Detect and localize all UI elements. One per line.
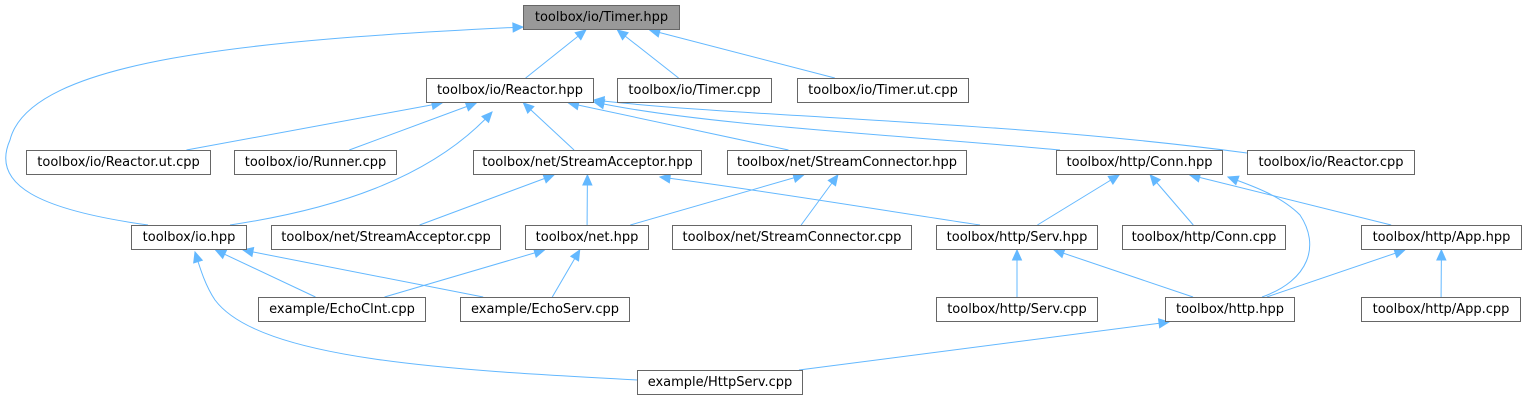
arrowhead-stream-acceptor-hpp-to-reactor-hpp (522, 102, 535, 115)
edge-echo-clnt-cpp-to-io-hpp (215, 249, 316, 298)
arrowhead-reactor-cpp-to-reactor-hpp (592, 95, 606, 107)
node-reactor-hpp[interactable]: toolbox/io/Reactor.hpp (426, 78, 594, 103)
arrowhead-http-hpp-to-serv-hpp (1052, 248, 1066, 259)
edge-conn-cpp-to-conn-hpp (1149, 174, 1194, 226)
edge-http-serv-cpp-to-http-hpp (798, 321, 1170, 371)
edge-http-serv-cpp-to-io-hpp (194, 251, 638, 381)
edge-echo-serv-cpp-to-io-hpp (242, 249, 484, 298)
edge-stream-connector-hpp-to-reactor-hpp (568, 102, 789, 151)
arrowhead-io-hpp-to-reactor-hpp (481, 111, 493, 124)
node-echo-serv-cpp[interactable]: example/EchoServ.cpp (460, 297, 630, 322)
edge-runner-cpp-to-reactor-hpp (349, 102, 477, 151)
node-net-hpp[interactable]: toolbox/net.hpp (525, 225, 649, 250)
edge-net-hpp-to-stream-connector-hpp (630, 174, 804, 226)
arrowhead-conn-cpp-to-conn-hpp (1149, 174, 1162, 187)
arrowhead-http-hpp-to-conn-hpp (1226, 175, 1240, 186)
edge-http-hpp-to-conn-hpp (1227, 176, 1311, 298)
edge-reactor-hpp-to-timer-hpp (525, 29, 587, 79)
edge-reactor-ut-cpp-to-reactor-hpp (186, 102, 443, 151)
node-stream-connector-hpp[interactable]: toolbox/net/StreamConnector.hpp (727, 150, 967, 175)
node-io-hpp[interactable]: toolbox/io.hpp (131, 225, 247, 250)
node-timer-hpp: toolbox/io/Timer.hpp (523, 5, 680, 30)
arrowhead-http-serv-cpp-to-io-hpp (193, 250, 204, 264)
edge-app-hpp-to-conn-hpp (1189, 174, 1392, 226)
arrowhead-runner-cpp-to-reactor-hpp (464, 101, 478, 112)
arrowhead-echo-serv-cpp-to-net-hpp (569, 248, 581, 262)
arrowhead-echo-clnt-cpp-to-io-hpp (214, 249, 228, 260)
node-stream-connector-cpp[interactable]: toolbox/net/StreamConnector.cpp (672, 225, 912, 250)
edge-echo-clnt-cpp-to-net-hpp (384, 249, 545, 298)
node-app-hpp[interactable]: toolbox/http/App.hpp (1361, 225, 1522, 250)
node-conn-hpp[interactable]: toolbox/http/Conn.hpp (1056, 150, 1223, 175)
edge-serv-hpp-to-stream-acceptor-hpp (659, 176, 981, 226)
arrowhead-reactor-hpp-to-timer-hpp (574, 29, 587, 41)
edge-stream-acceptor-hpp-to-reactor-hpp (523, 102, 575, 151)
node-timer-ut-cpp[interactable]: toolbox/io/Timer.ut.cpp (797, 78, 969, 103)
edge-reactor-cpp-to-reactor-hpp (593, 99, 1248, 154)
node-timer-cpp[interactable]: toolbox/io/Timer.cpp (617, 78, 772, 103)
edge-timer-ut-cpp-to-timer-hpp (649, 29, 835, 79)
node-runner-cpp[interactable]: toolbox/io/Runner.cpp (234, 150, 397, 175)
node-echo-clnt-cpp[interactable]: example/EchoClnt.cpp (258, 297, 426, 322)
edge-io-hpp-to-reactor-hpp (229, 111, 493, 226)
edge-serv-hpp-to-conn-hpp (1037, 174, 1120, 226)
arrowhead-stream-acceptor-cpp-to-stream-acceptor-hpp (542, 173, 556, 184)
arrowhead-timer-cpp-to-timer-hpp (616, 29, 629, 41)
node-reactor-ut-cpp[interactable]: toolbox/io/Reactor.ut.cpp (26, 150, 211, 175)
arrowhead-http-hpp-to-app-hpp (1393, 248, 1406, 259)
edge-timer-cpp-to-timer-hpp (617, 29, 679, 79)
arrowhead-serv-hpp-to-stream-acceptor-hpp (658, 173, 672, 184)
node-stream-acceptor-hpp[interactable]: toolbox/net/StreamAcceptor.hpp (473, 150, 702, 175)
edge-http-hpp-to-serv-hpp (1053, 249, 1194, 298)
node-reactor-cpp[interactable]: toolbox/io/Reactor.cpp (1247, 150, 1415, 175)
node-http-serv-cpp[interactable]: example/HttpServ.cpp (637, 370, 803, 395)
arrowhead-stream-connector-cpp-to-stream-connector-hpp (827, 174, 839, 187)
arrowhead-http-serv-cpp-to-http-hpp (1157, 318, 1171, 329)
arrowhead-serv-cpp-to-serv-hpp (1011, 248, 1023, 261)
edge-io-hpp-to-timer-hpp (5, 26, 524, 226)
node-stream-acceptor-cpp[interactable]: toolbox/net/StreamAcceptor.cpp (271, 225, 501, 250)
arrowhead-net-hpp-to-stream-acceptor-hpp (582, 173, 593, 186)
edge-http-hpp-to-app-hpp (1266, 249, 1405, 298)
node-serv-cpp[interactable]: toolbox/http/Serv.cpp (936, 297, 1098, 322)
arrowhead-serv-hpp-to-conn-hpp (1107, 174, 1121, 185)
arrowhead-io-hpp-to-timer-hpp (512, 22, 525, 33)
node-conn-cpp[interactable]: toolbox/http/Conn.cpp (1122, 225, 1286, 250)
node-http-hpp[interactable]: toolbox/http.hpp (1165, 297, 1295, 322)
arrowhead-app-cpp-to-app-hpp (1436, 248, 1447, 261)
edge-conn-hpp-to-reactor-hpp (593, 101, 1061, 151)
edge-stream-acceptor-cpp-to-stream-acceptor-hpp (419, 174, 555, 226)
node-app-cpp[interactable]: toolbox/http/App.cpp (1361, 297, 1521, 322)
node-serv-hpp[interactable]: toolbox/http/Serv.hpp (936, 225, 1098, 250)
